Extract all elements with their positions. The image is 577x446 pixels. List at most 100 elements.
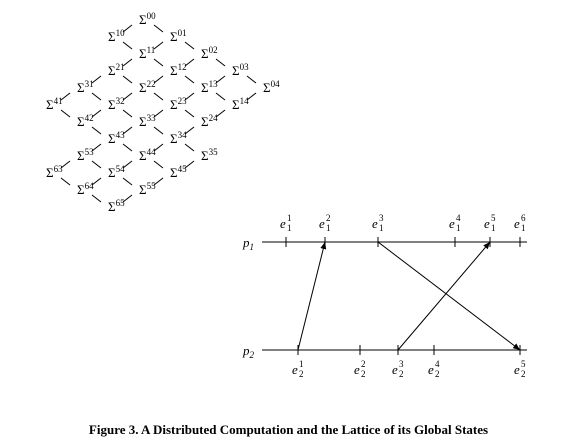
lattice-edge (153, 24, 164, 33)
svg-text:e: e (484, 216, 490, 231)
lattice-edge (91, 177, 102, 186)
svg-text:e: e (292, 362, 298, 377)
lattice-edge (122, 58, 133, 67)
lattice-edge (91, 194, 102, 203)
lattice-node-sigma-35: Σ35 (201, 147, 218, 163)
lattice-node-sigma-12: Σ12 (170, 62, 187, 78)
lattice-edge (122, 177, 133, 186)
lattice-edge (122, 126, 133, 135)
svg-text:e: e (514, 216, 520, 231)
lattice-edges (60, 24, 257, 203)
svg-text:2: 2 (399, 369, 404, 379)
svg-text:6: 6 (521, 213, 526, 223)
lattice-node-sigma-34: Σ34 (170, 130, 187, 146)
lattice-node-sigma-43: Σ43 (108, 130, 125, 146)
lattice-edge (60, 177, 71, 186)
lattice-edge (153, 143, 164, 152)
lattice-node-sigma-02: Σ02 (201, 45, 218, 61)
lattice-edge (153, 92, 164, 101)
lattice-edge (91, 143, 102, 152)
lattice-edge (122, 160, 133, 169)
lattice-edge (60, 160, 71, 169)
svg-text:2: 2 (361, 369, 366, 379)
lattice-node-sigma-01: Σ01 (170, 28, 187, 44)
lattice-node-sigma-03: Σ03 (232, 62, 249, 78)
svg-text:e: e (354, 362, 360, 377)
svg-text:2: 2 (521, 369, 526, 379)
svg-text:3: 3 (379, 213, 384, 223)
lattice-edge (184, 126, 195, 135)
lattice-node-sigma-23: Σ23 (170, 96, 187, 112)
svg-text:1: 1 (491, 223, 496, 233)
svg-text:1: 1 (521, 223, 526, 233)
lattice-edge (153, 109, 164, 118)
message-arrows (297, 241, 521, 351)
lattice-edge (153, 126, 164, 135)
lattice-node-sigma-63: Σ63 (46, 164, 63, 180)
svg-text:3: 3 (399, 359, 404, 369)
lattice-edge (184, 75, 195, 84)
svg-text:e: e (280, 216, 286, 231)
lattice-node-sigma-14: Σ14 (232, 96, 249, 112)
message-arrow-1 (297, 241, 327, 351)
svg-text:1: 1 (456, 223, 461, 233)
lattice-node-sigma-42: Σ42 (77, 113, 94, 129)
lattice-edge (184, 58, 195, 67)
process-label-p2: p2 (242, 343, 255, 360)
lattice-node-sigma-00: Σ00 (139, 11, 156, 27)
lattice-edge (91, 92, 102, 101)
lattice-node-sigma-04: Σ04 (263, 79, 280, 95)
svg-text:2: 2 (299, 369, 304, 379)
figure-caption: Figure 3. A Distributed Computation and … (88, 422, 489, 437)
lattice-edge (246, 75, 257, 84)
svg-text:1: 1 (287, 213, 292, 223)
lattice-edge (215, 109, 226, 118)
lattice-node-sigma-45: Σ45 (170, 164, 187, 180)
message-arrow-3 (397, 241, 491, 351)
lattice-edge (153, 41, 164, 50)
lattice-edge (122, 109, 133, 118)
svg-text:2: 2 (326, 213, 331, 223)
svg-text:e: e (392, 362, 398, 377)
lattice-node-sigma-21: Σ21 (108, 62, 125, 78)
lattice-edge (122, 143, 133, 152)
svg-text:5: 5 (521, 359, 526, 369)
lattice-node-sigma-64: Σ64 (77, 181, 94, 197)
message-arrow-2 (377, 241, 521, 351)
lattice-edge (122, 24, 133, 33)
lattice-node-sigma-65: Σ65 (108, 198, 125, 214)
lattice-edge (91, 160, 102, 169)
lattice-edge (215, 75, 226, 84)
svg-text:4: 4 (456, 213, 461, 223)
lattice-edge (122, 92, 133, 101)
svg-text:e: e (372, 216, 378, 231)
svg-text:1: 1 (299, 359, 304, 369)
lattice-edge (153, 160, 164, 169)
lattice-edge (184, 160, 195, 169)
svg-text:4: 4 (435, 359, 440, 369)
svg-text:1: 1 (287, 223, 292, 233)
svg-text:2: 2 (435, 369, 440, 379)
svg-text:1: 1 (326, 223, 331, 233)
lattice-node-sigma-32: Σ32 (108, 96, 125, 112)
lattice-edge (122, 194, 133, 203)
lattice-node-sigma-13: Σ13 (201, 79, 218, 95)
lattice-node-sigma-24: Σ24 (201, 113, 218, 129)
lattice-node-sigma-54: Σ54 (108, 164, 125, 180)
lattice-edge (60, 109, 71, 118)
lattice-edge (91, 109, 102, 118)
svg-text:1: 1 (379, 223, 384, 233)
svg-text:e: e (514, 362, 520, 377)
lattice-edge (215, 58, 226, 67)
lattice-node-sigma-44: Σ44 (139, 147, 156, 163)
lattice-edge (153, 58, 164, 67)
